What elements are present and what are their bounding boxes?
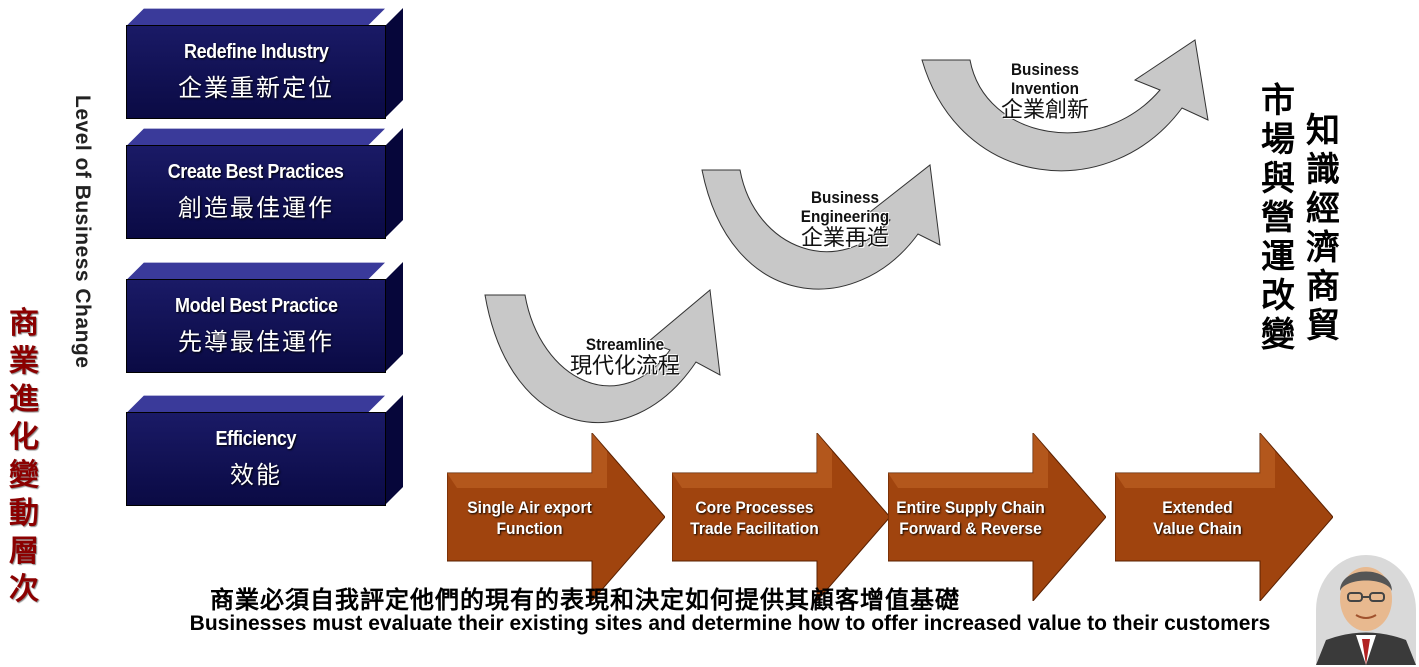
box-side-face bbox=[385, 128, 403, 238]
curve-label-zh: 現代化流程 bbox=[569, 354, 680, 379]
level-box-create-best-practices: Create Best Practices 創造最佳運作 bbox=[127, 128, 403, 238]
stage-arrow-entire-supply-chain: Entire Supply Chain Forward & Reverse bbox=[887, 431, 1107, 603]
title-char: 業 bbox=[9, 344, 39, 379]
arrow-label-line1: Entire Supply Chain bbox=[896, 498, 1045, 517]
title-char: 化 bbox=[9, 420, 39, 455]
arrow-label: Entire Supply Chain Forward & Reverse bbox=[895, 497, 1047, 539]
box-side-face bbox=[385, 262, 403, 372]
arrow-label-line2: Value Chain bbox=[1153, 519, 1242, 538]
box-front-face: Efficiency 效能 bbox=[127, 413, 385, 505]
level-box-model-best-practice: Model Best Practice 先導最佳運作 bbox=[127, 262, 403, 372]
stage-arrow-single-air-export: Single Air export Function bbox=[446, 431, 666, 603]
curve-label-business-engineering: Business Engineering 企業再造 bbox=[770, 188, 920, 252]
curve-label-zh: 企業再造 bbox=[800, 226, 889, 251]
column-char: 濟 bbox=[1306, 228, 1340, 268]
column-char: 營 bbox=[1261, 198, 1295, 238]
knowledge-economy-column: 知 識 經 濟 商 貿 bbox=[1303, 112, 1343, 346]
arrow-label-line1: Extended bbox=[1162, 498, 1233, 517]
curve-label-zh: 企業創新 bbox=[1000, 98, 1089, 123]
arrow-label-line2: Trade Facilitation bbox=[690, 519, 819, 538]
title-char: 進 bbox=[9, 382, 39, 417]
box-label-zh: 效能 bbox=[230, 461, 282, 489]
title-char: 動 bbox=[9, 496, 39, 531]
curve-label-en: Business bbox=[810, 188, 880, 207]
box-top-face bbox=[127, 128, 385, 146]
curve-label-streamline: Streamline 現代化流程 bbox=[540, 335, 710, 380]
curved-arrow-streamline bbox=[484, 289, 721, 424]
bottom-caption-zh: 商業必須自我評定他們的現有的表現和決定如何提供其顧客增值基礎 bbox=[210, 585, 960, 614]
arrow-shape bbox=[446, 431, 666, 603]
box-top-face bbox=[127, 395, 385, 413]
box-front-face: Create Best Practices 創造最佳運作 bbox=[127, 146, 385, 238]
arrow-label-line2: Function bbox=[496, 519, 563, 538]
market-operation-change-column: 市 場 與 營 運 改 變 bbox=[1258, 82, 1298, 355]
arrow-label-line2: Forward & Reverse bbox=[899, 519, 1042, 538]
stage-arrow-extended-value-chain: Extended Value Chain bbox=[1114, 431, 1334, 603]
column-char: 貿 bbox=[1306, 306, 1340, 346]
box-label-en: Create Best Practices bbox=[168, 161, 344, 183]
curve-label-en2: Invention bbox=[1010, 79, 1080, 98]
arrow-label: Extended Value Chain bbox=[1122, 497, 1274, 539]
business-evolution-title: 商 業 進 化 變 動 層 次 bbox=[6, 305, 42, 609]
curved-arrow-business-invention bbox=[921, 39, 1209, 172]
arrow-label: Single Air export Function bbox=[454, 497, 606, 539]
title-char: 次 bbox=[9, 572, 39, 607]
title-char: 商 bbox=[9, 306, 39, 341]
bottom-caption-en: Businesses must evaluate their existing … bbox=[189, 612, 1271, 635]
curve-label-en: Streamline bbox=[585, 335, 665, 354]
title-char: 層 bbox=[9, 534, 39, 569]
presenter-photo bbox=[1316, 555, 1416, 665]
title-char: 變 bbox=[9, 458, 39, 493]
curve-label-en: Business bbox=[1010, 60, 1080, 79]
curve-label-business-invention: Business Invention 企業創新 bbox=[970, 60, 1120, 124]
box-front-face: Redefine Industry 企業重新定位 bbox=[127, 26, 385, 118]
box-front-face: Model Best Practice 先導最佳運作 bbox=[127, 280, 385, 372]
box-label-en: Model Best Practice bbox=[174, 295, 338, 317]
arrow-shape bbox=[887, 431, 1107, 603]
column-char: 運 bbox=[1261, 237, 1295, 277]
column-char: 變 bbox=[1261, 315, 1295, 355]
box-top-face bbox=[127, 8, 385, 26]
column-char: 與 bbox=[1261, 159, 1295, 199]
stage-arrow-core-processes: Core Processes Trade Facilitation bbox=[671, 431, 891, 603]
curved-arrow-business-engineering bbox=[701, 164, 941, 290]
box-label-en: Efficiency bbox=[215, 428, 297, 450]
box-label-zh: 創造最佳運作 bbox=[178, 194, 334, 222]
column-char: 商 bbox=[1306, 267, 1340, 307]
arrow-label: Core Processes Trade Facilitation bbox=[679, 497, 831, 539]
box-label-zh: 先導最佳運作 bbox=[178, 328, 334, 356]
column-char: 識 bbox=[1306, 150, 1340, 190]
box-side-face bbox=[385, 8, 403, 118]
level-box-redefine-industry: Redefine Industry 企業重新定位 bbox=[127, 8, 403, 118]
column-char: 市 bbox=[1261, 81, 1295, 121]
arrow-label-line1: Single Air export bbox=[467, 498, 592, 517]
box-label-zh: 企業重新定位 bbox=[178, 74, 334, 102]
curve-label-en2: Engineering bbox=[800, 207, 890, 226]
arrow-label-line1: Core Processes bbox=[695, 498, 814, 517]
arrow-shape bbox=[1114, 431, 1334, 603]
box-top-face bbox=[127, 262, 385, 280]
column-char: 改 bbox=[1261, 276, 1295, 316]
box-side-face bbox=[385, 395, 403, 505]
arrow-shape bbox=[671, 431, 891, 603]
box-label-en: Redefine Industry bbox=[183, 41, 329, 63]
column-char: 場 bbox=[1261, 120, 1295, 160]
column-char: 知 bbox=[1306, 111, 1340, 151]
level-box-efficiency: Efficiency 效能 bbox=[127, 395, 403, 505]
axis-label: Level of Business Change bbox=[71, 95, 94, 369]
column-char: 經 bbox=[1306, 189, 1340, 229]
